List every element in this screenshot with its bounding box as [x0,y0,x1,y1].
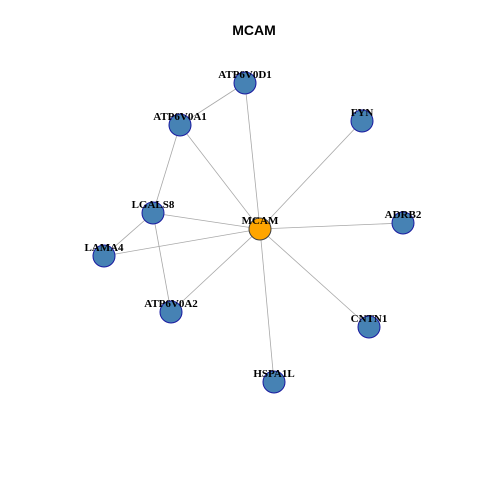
edge-mcam-atp6v0d1 [244,82,261,230]
edge-mcam-adrb2 [259,222,404,230]
edge-mcam-atp6v0a1 [179,124,261,230]
node-mcam [248,217,272,241]
edge-mcam-cntn1 [259,228,370,328]
node-lgals8 [141,201,165,225]
edge-atp6v0a1-lgals8 [152,124,181,214]
edge-mcam-hspa1l [259,228,275,383]
edge-atp6v0d1-atp6v0a1 [179,82,246,126]
node-cntn1 [357,315,381,339]
edge-mcam-lama4 [103,228,261,257]
node-lama4 [92,244,116,268]
node-label-lama4: LAMA4 [84,242,124,254]
node-atp6v0a1 [168,113,192,137]
node-layer [92,71,415,394]
node-label-mcam: MCAM [242,215,279,227]
node-atp6v0a2 [159,300,183,324]
node-label-cntn1: CNTN1 [351,313,388,325]
node-label-atp6v0a2: ATP6V0A2 [144,298,198,310]
node-hspa1l [262,370,286,394]
node-atp6v0d1 [233,71,257,95]
node-label-hspa1l: HSPA1L [253,368,294,380]
node-label-lgals8: LGALS8 [132,199,175,211]
node-label-fyn: FYN [351,107,374,119]
node-adrb2 [391,211,415,235]
node-label-atp6v0a1: ATP6V0A1 [153,111,207,123]
node-fyn [350,109,374,133]
edge-mcam-fyn [259,120,363,230]
diagram-title: MCAM [232,22,276,38]
node-label-atp6v0d1: ATP6V0D1 [218,69,272,81]
node-label-adrb2: ADRB2 [385,209,422,221]
edge-mcam-lgals8 [152,212,261,230]
edge-mcam-atp6v0a2 [170,228,261,313]
edge-lgals8-atp6v0a2 [152,212,172,313]
